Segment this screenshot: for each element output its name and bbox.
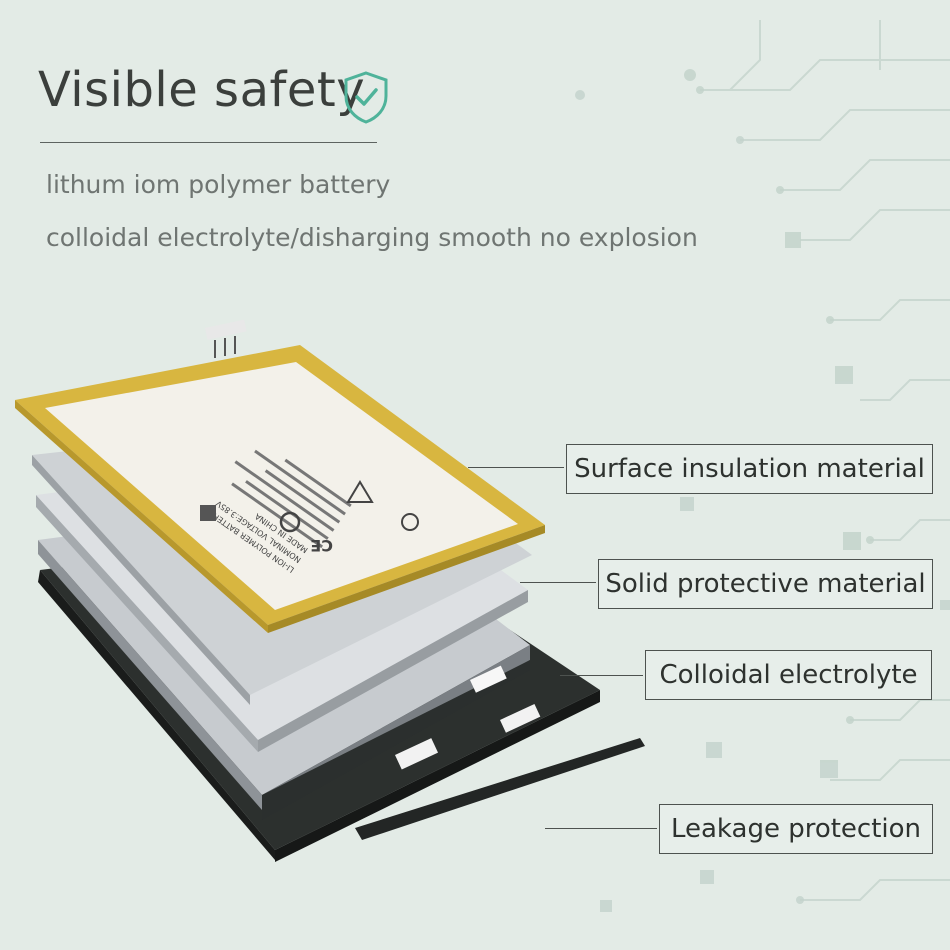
battery-exploded-illustration: LI-ION POLYMER BATTERY NOMINAL VOLTAGE:3… (15, 319, 645, 862)
subtitle-line-1: lithum iom polymer battery (46, 170, 391, 199)
leader-line-surface (468, 467, 564, 468)
label-colloidal-electrolyte: Colloidal electrolyte (645, 650, 932, 700)
leader-line-colloidal (560, 675, 643, 676)
label-solid-protective: Solid protective material (598, 559, 933, 609)
surface-insulation-layer: LI-ION POLYMER BATTERY NOMINAL VOLTAGE:3… (15, 319, 545, 633)
leader-line-leakage (545, 828, 657, 829)
label-leakage-protection: Leakage protection (659, 804, 933, 854)
label-surface-insulation: Surface insulation material (566, 444, 933, 494)
svg-text:CE: CE (310, 536, 333, 555)
page-title: Visible safety (38, 62, 366, 118)
shield-check-icon (344, 71, 388, 124)
leader-line-solid (520, 582, 596, 583)
title-underline (40, 142, 377, 143)
subtitle-line-2: colloidal electrolyte/disharging smooth … (46, 223, 698, 252)
